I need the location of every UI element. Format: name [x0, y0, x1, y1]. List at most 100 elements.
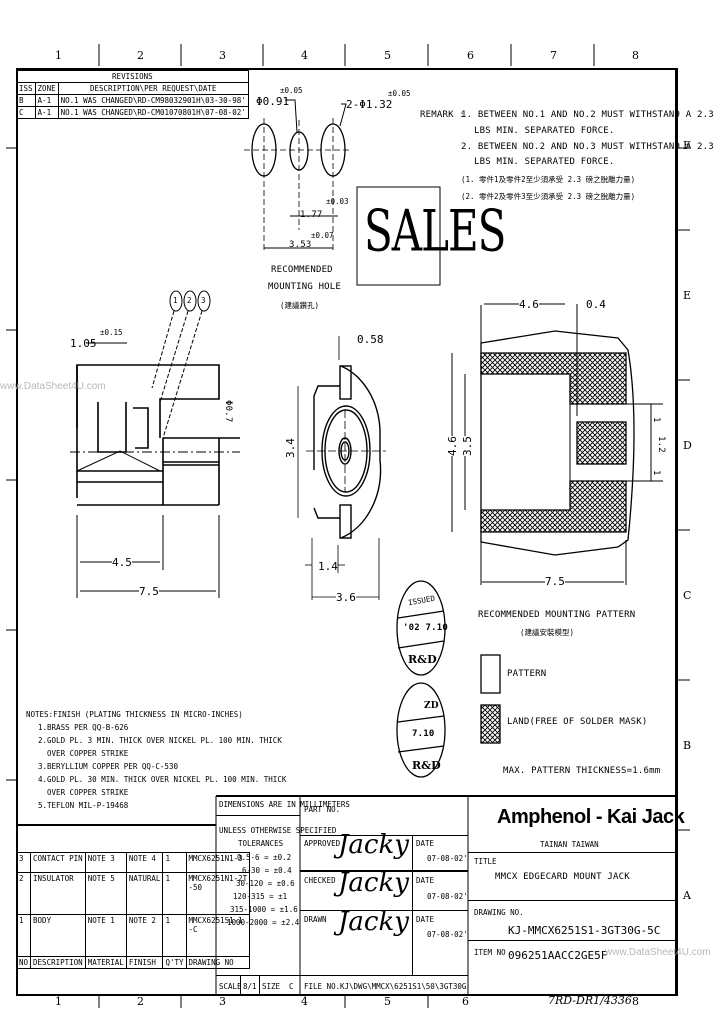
- balloon-3: 3: [201, 296, 206, 305]
- drawing-title: MMCX EDGECARD MOUNT JACK: [495, 872, 630, 882]
- bom-desc: BODY: [30, 914, 86, 957]
- balloon-2: 2: [187, 296, 192, 305]
- bom-material: NOTE 3: [84, 852, 127, 873]
- tolerance-row: 6-30 = ±0.4: [242, 866, 292, 875]
- approved-date: 07-08-02': [427, 854, 468, 863]
- stamp-second-bottom: R&D: [412, 759, 441, 772]
- remark-line-cn: (1. 零件1及零件2至少須承受 2.3 磅之脫離力量): [461, 175, 636, 184]
- size-label: SIZE: [262, 982, 281, 991]
- size-value: C: [289, 982, 294, 991]
- tolerance-row: 30-120 = ±0.6: [236, 879, 295, 888]
- handwritten-ref: 7RD-DR1/4336: [548, 994, 632, 1007]
- bom-no: 2: [15, 872, 32, 915]
- grid-col-3-bottom: 3: [219, 995, 226, 1008]
- bom-header: DESCRIPTION: [30, 956, 86, 969]
- grid-col-1: 1: [55, 49, 62, 62]
- bom-material: NOTE 5: [84, 872, 127, 915]
- grid-row-D: D: [683, 439, 692, 452]
- watermark-right: www.DataSheet4U.com: [605, 947, 711, 958]
- grid-row-F: F: [683, 139, 691, 152]
- rev-zone: A-1: [34, 94, 59, 107]
- scale-value: 8/1: [243, 982, 257, 991]
- grid-col-1-bottom: 1: [55, 995, 62, 1008]
- signature-checked: Jacky: [338, 868, 409, 898]
- bom-header: FINISH: [125, 956, 164, 969]
- grid-col-7: 7: [550, 49, 557, 62]
- remark-line-cn: (2. 零件2及零件3至少須承受 2.3 磅之脫離力量): [461, 192, 636, 201]
- dim-side-inner: 4.5: [112, 556, 132, 569]
- bom-desc: CONTACT PIN: [30, 852, 86, 873]
- grid-col-4-bottom: 4: [301, 995, 308, 1008]
- note-line: 1.BRASS PER QQ-B-626: [38, 723, 129, 732]
- notes-title: NOTES:FINISH (PLATING THICKNESS IN MICRO…: [26, 710, 243, 719]
- rev-iss: C: [16, 106, 36, 119]
- bom-no: 3: [15, 852, 32, 873]
- remark-line: 2. BETWEEN NO.2 AND NO.3 MUST WITHSTAND …: [461, 142, 714, 152]
- grid-col-6-bottom: 6: [462, 995, 469, 1008]
- dim-pattern-right-a: 1: [651, 417, 661, 423]
- note-line: 3.BERYLLIUM COPPER PER QQ-C-530: [38, 762, 178, 771]
- bom-qty: 1: [162, 872, 187, 915]
- remark-line: LBS MIN. SEPARATED FORCE.: [474, 157, 615, 167]
- dim-pattern-outer: 4.6: [446, 436, 459, 456]
- title-label: TITLE: [474, 857, 497, 866]
- grid-row-E: E: [683, 289, 692, 302]
- rev-header-zone: ZONE: [34, 82, 59, 95]
- item-no-label: ITEM NO: [474, 948, 506, 957]
- grid-col-2: 2: [137, 49, 144, 62]
- bom-dwg-line2: -50: [188, 883, 203, 892]
- stamp-second-top: ZD: [424, 701, 439, 711]
- company-name: Amphenol - Kai Jack: [497, 806, 685, 828]
- dim-hole-small-tol: ±0.05: [280, 86, 303, 95]
- mounting-hole-caption-2: MOUNTING HOLE: [268, 282, 342, 292]
- bom-header: MATERIAL: [84, 956, 127, 969]
- checked-date-label: DATE: [416, 876, 435, 885]
- mounting-hole-caption-cn: (建議鑽孔): [280, 301, 320, 310]
- dim-pattern-right-c: 1: [651, 470, 661, 476]
- rev-header-desc: DESCRIPTION\PER REQUEST\DATE: [57, 82, 249, 95]
- dim-span: 3.53: [289, 240, 312, 250]
- balloon-1: 1: [173, 296, 178, 305]
- grid-col-8-bottom: 8: [632, 995, 639, 1008]
- item-no: 096251AACC2GE5F: [508, 949, 608, 962]
- bom-qty: 1: [162, 852, 187, 873]
- scale-label: SCALE: [219, 982, 242, 991]
- bom-dwg: MMCX6251N1-2T-50: [185, 872, 251, 915]
- drawn-date: 07-08-02': [427, 930, 468, 939]
- bom-header: NO: [15, 956, 32, 969]
- note-line: OVER COPPER STRIKE: [38, 749, 129, 758]
- checked-label: CHECKED: [304, 876, 336, 885]
- dim-hole-large: 2-Φ1.32: [346, 98, 393, 111]
- rev-desc: NO.1 WAS CHANGED\RD-CM98032901H\03-30-98…: [57, 94, 249, 107]
- rev-zone: A-1: [34, 106, 59, 119]
- rev-desc: NO.1 WAS CHANGED\RD-CM01070801H\07-08-02…: [57, 106, 249, 119]
- dim-pitch: 1.77: [300, 210, 323, 220]
- tolerance-row: 0.5-6 = ±0.2: [237, 853, 292, 862]
- grid-row-B: B: [683, 739, 692, 752]
- dim-span-tol: ±0.07: [311, 231, 334, 240]
- dim-side-top: 1.05: [70, 337, 97, 350]
- grid-col-5-bottom: 5: [384, 995, 391, 1008]
- bom-dwg-line1: MMCX6251N1-2T: [188, 874, 248, 883]
- bom-header: DRAWING NO: [185, 956, 251, 969]
- dim-pattern-bottom: 7.5: [545, 575, 565, 588]
- tolerance-row: 120-315 = ±1: [233, 892, 288, 901]
- drawn-label: DRAWN: [304, 915, 327, 924]
- note-line: 4.GOLD PL. 30 MIN. THICK OVER NICKEL PL.…: [38, 775, 287, 784]
- bom-material: NOTE 1: [84, 914, 127, 957]
- dim-pattern-gap: 0.4: [586, 298, 606, 311]
- bom-dwg-line2: -C: [188, 925, 198, 934]
- remark-label: REMARK :: [420, 110, 465, 120]
- note-line: 5.TEFLON MIL-P-19468: [38, 801, 129, 810]
- bom-finish: NOTE 4: [125, 852, 164, 873]
- grid-col-3: 3: [219, 49, 226, 62]
- stamp-issued-date: '02 7.10: [403, 623, 448, 633]
- dim-pattern-top: 4.6: [519, 298, 539, 311]
- units-note: DIMENSIONS ARE IN MILLIMETERS: [219, 800, 350, 809]
- file-no: KJ\DWG\MMCX\6251S1\50\3GT30G: [340, 982, 467, 991]
- dim-front-offset: 1.4: [318, 560, 338, 573]
- bom-finish: NOTE 2: [125, 914, 164, 957]
- sales-stamp: SALES: [364, 197, 506, 264]
- legend-land-label: LAND(FREE OF SOLDER MASK): [507, 717, 648, 727]
- watermark-left: www.DataSheet4U.com: [0, 381, 106, 392]
